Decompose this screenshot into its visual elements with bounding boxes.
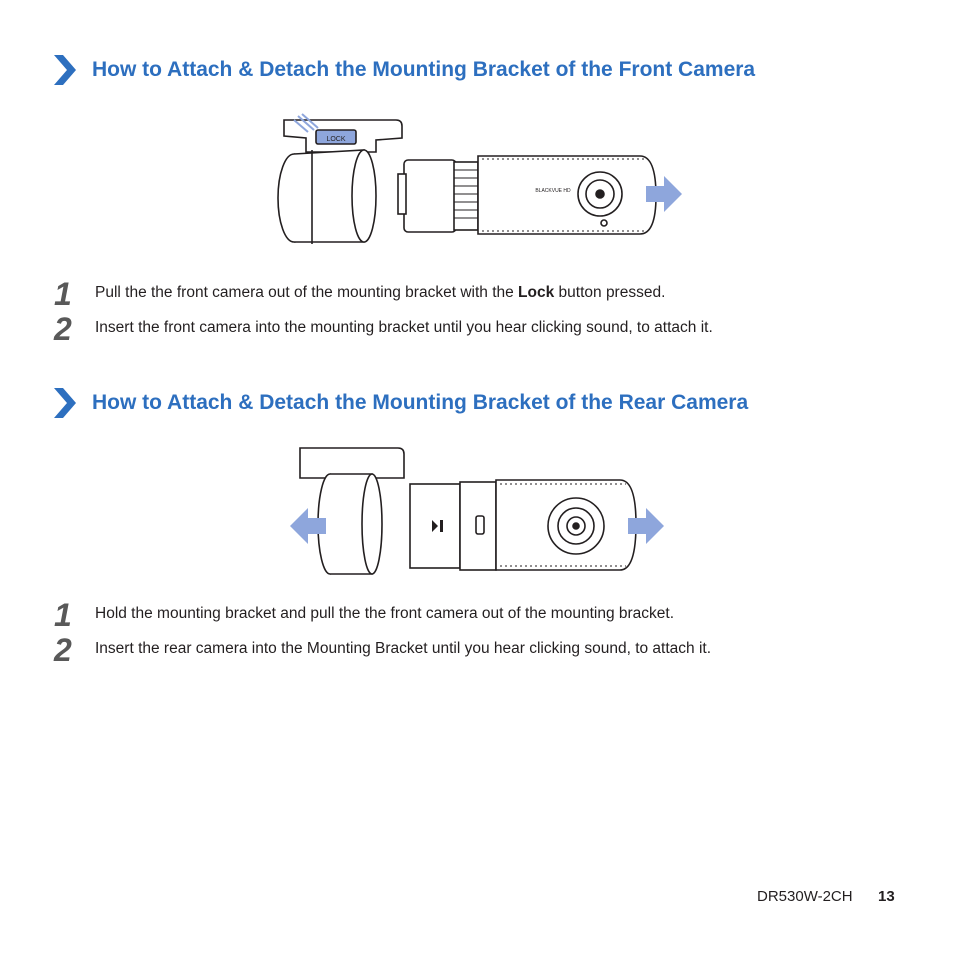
step-text: Hold the mounting bracket and pull the t… — [95, 605, 675, 622]
step-text: Pull the the front camera out of the mou… — [95, 284, 666, 301]
front-camera-illustration: LOCK BLACKVUE HD — [277, 113, 682, 244]
section-title-rear: How to Attach & Detach the Mounting Brac… — [92, 391, 749, 414]
step-text: Insert the front camera into the mountin… — [95, 319, 713, 336]
play-icon — [432, 520, 443, 532]
press-arrow-icon — [293, 113, 319, 133]
rear-camera-illustration — [290, 447, 664, 575]
page-number: 13 — [878, 888, 895, 905]
arrow-right-icon — [646, 176, 682, 212]
footer-model: DR530W-2CH — [757, 888, 853, 905]
chevron-right-icon — [54, 55, 76, 85]
step-text: Insert the rear camera into the Mounting… — [95, 640, 712, 657]
step-number: 1 — [54, 276, 72, 312]
step-number: 2 — [54, 632, 72, 668]
arrow-right-icon — [628, 508, 664, 544]
step-number: 2 — [54, 311, 72, 347]
section-title-front: How to Attach & Detach the Mounting Brac… — [92, 58, 756, 81]
arrow-left-icon — [290, 508, 326, 544]
step-number: 1 — [54, 597, 72, 633]
chevron-right-icon — [54, 388, 76, 418]
brand-label: BLACKVUE HD — [535, 188, 571, 194]
lock-button-label: LOCK — [326, 136, 345, 143]
